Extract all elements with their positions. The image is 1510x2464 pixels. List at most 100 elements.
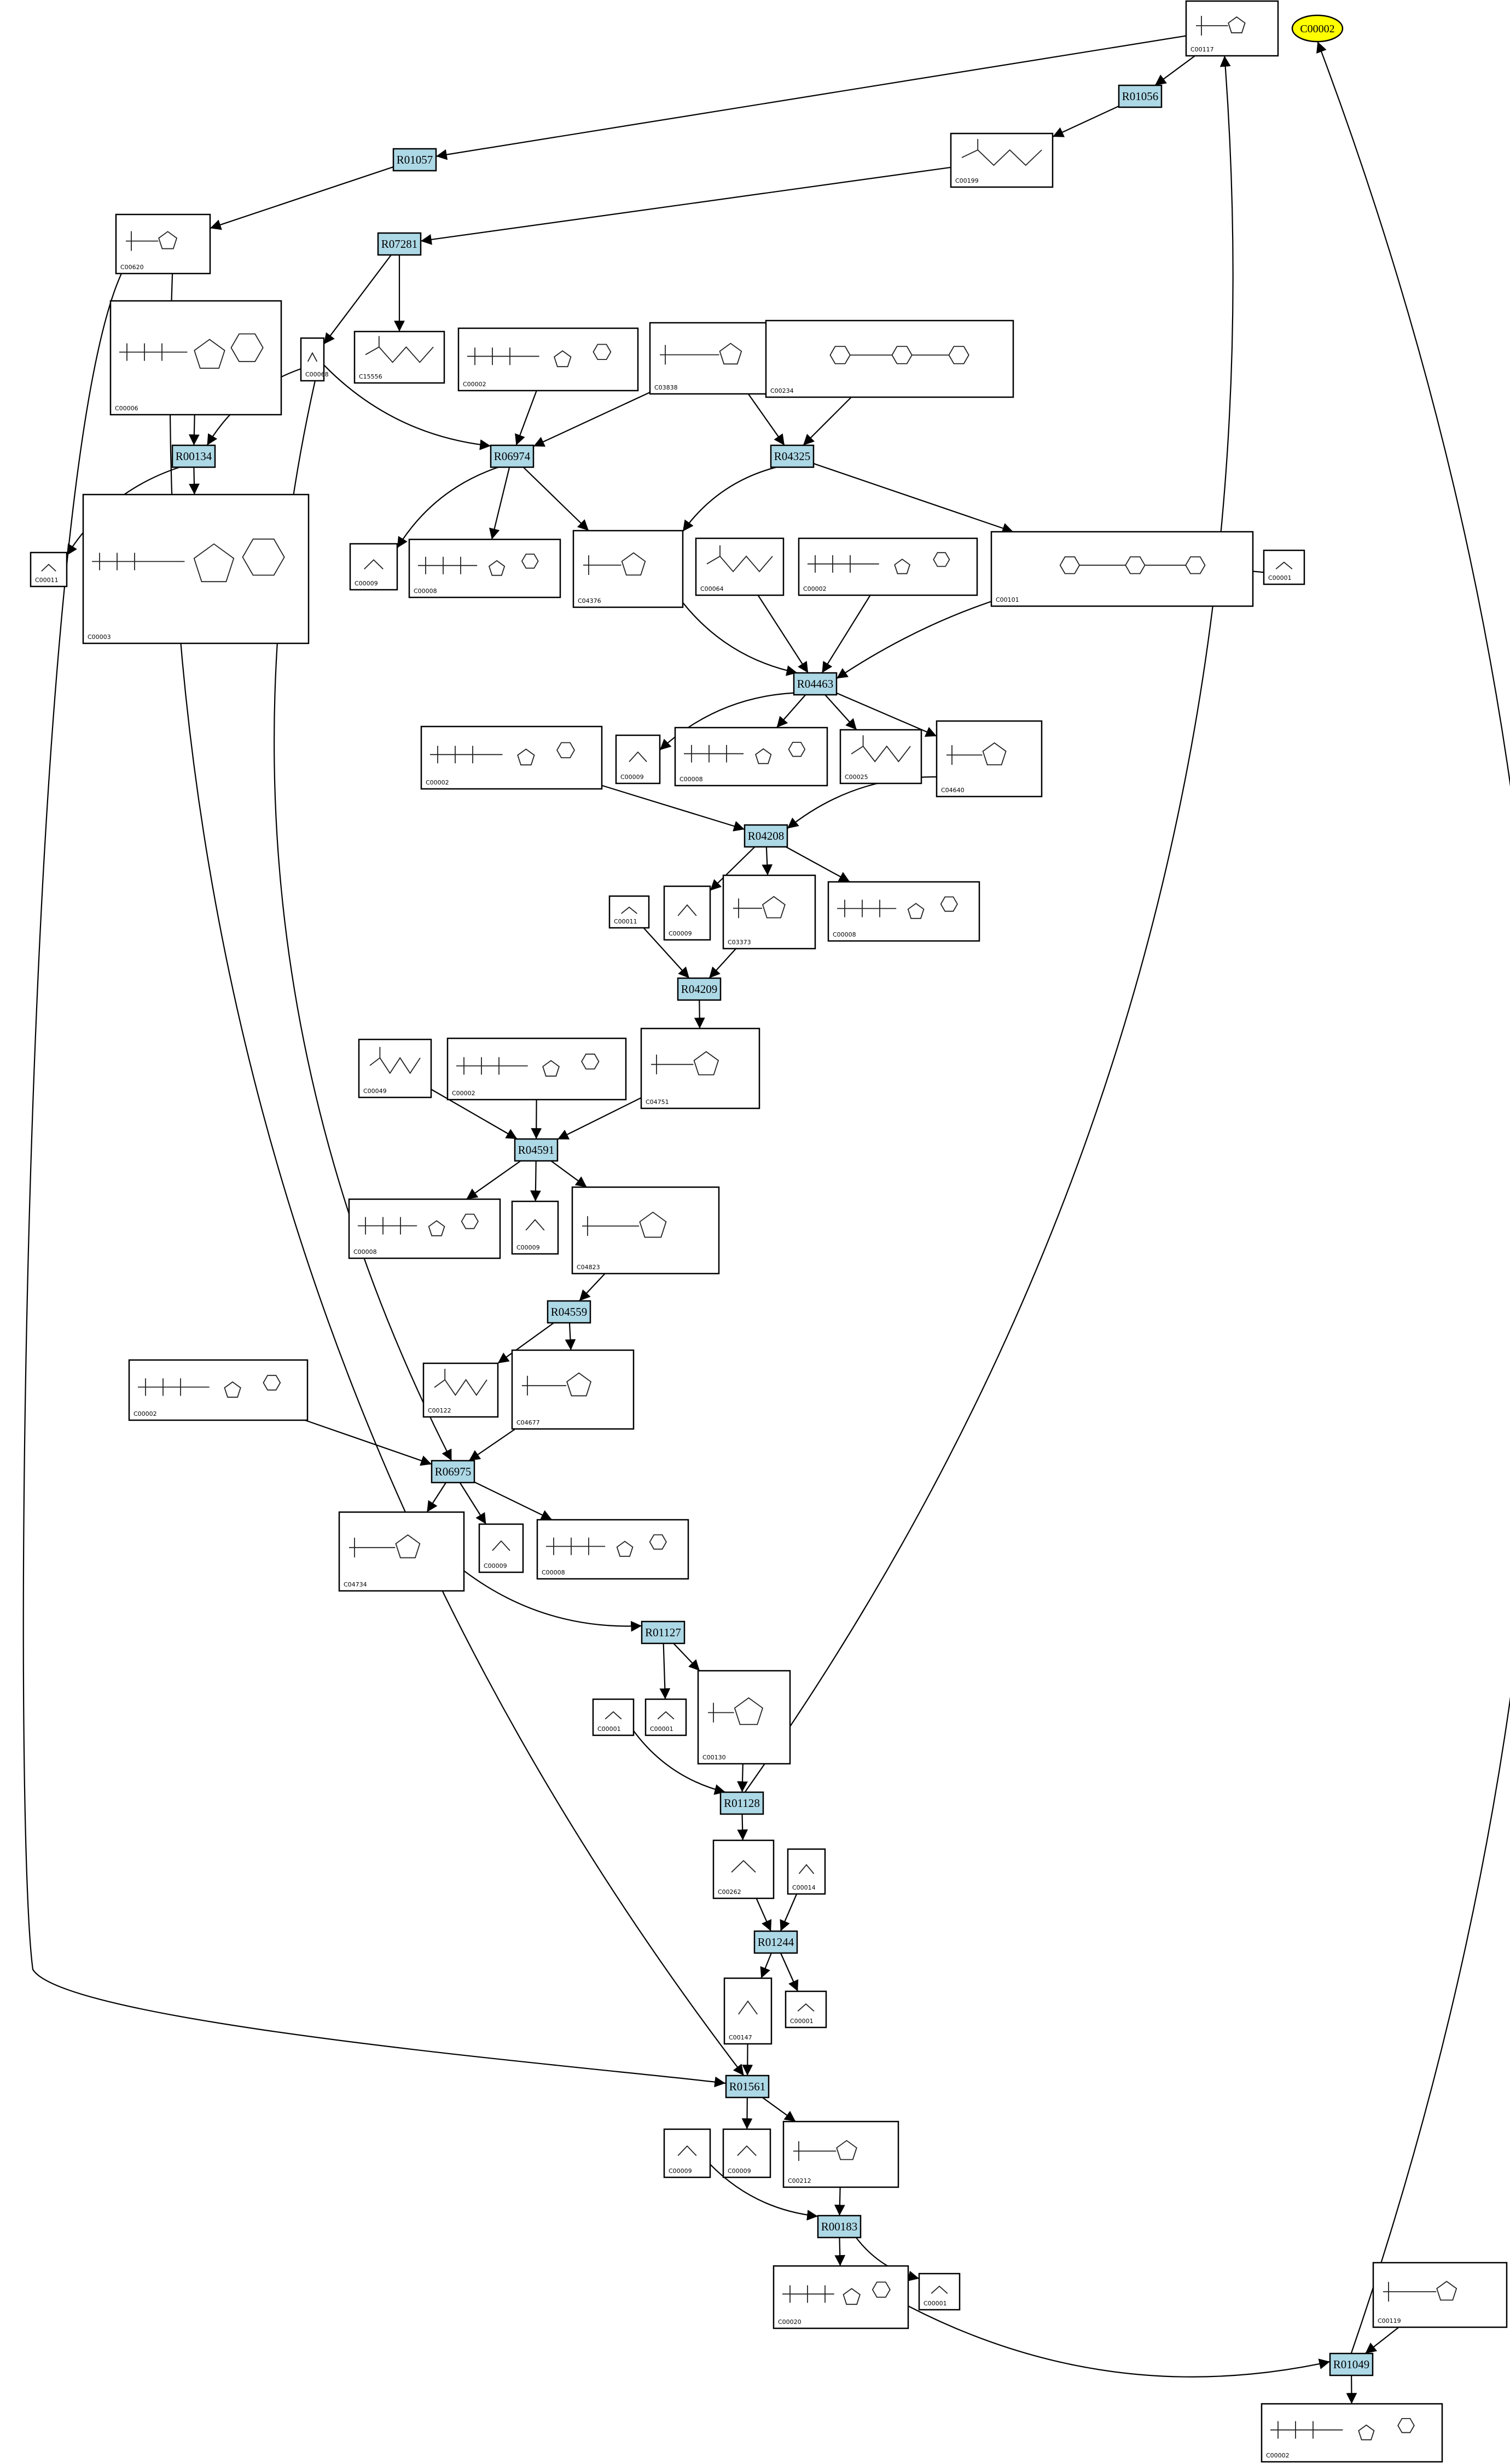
compound-c00011_b[interactable]: C00011 [608, 895, 650, 929]
compound-c04677[interactable]: C04677 [511, 1349, 635, 1430]
reaction-node-r04559[interactable]: R04559 [547, 1300, 591, 1324]
compound-c00008_b[interactable]: C00008 [674, 727, 828, 787]
edge-R01049-start [1316, 41, 1510, 2354]
structure-drawing [369, 1047, 421, 1074]
reaction-node-r01127[interactable]: R01127 [641, 1620, 686, 1644]
compound-c00001_b[interactable]: C00001 [592, 1698, 635, 1736]
compound-id-label: C00008 [353, 1248, 377, 1256]
compound-c00006[interactable]: C00006 [109, 300, 282, 416]
reaction-label: R06975 [435, 1465, 472, 1478]
reaction-label: R06974 [494, 450, 531, 463]
structure-drawing [583, 552, 646, 576]
compound-id-label: C00068 [305, 371, 329, 378]
reaction-node-r01561[interactable]: R01561 [725, 2074, 770, 2099]
reaction-label: R01056 [1122, 90, 1159, 103]
compound-c00009_d[interactable]: C00009 [511, 1200, 559, 1255]
reaction-node-r04325[interactable]: R04325 [770, 444, 815, 468]
compound-c00119[interactable]: C00119 [1372, 2262, 1508, 2328]
compound-c00008_d[interactable]: C00008 [348, 1198, 501, 1259]
reaction-node-r06974[interactable]: R06974 [490, 444, 535, 468]
reaction-node-r00134[interactable]: R00134 [171, 444, 216, 468]
compound-c00009_f[interactable]: C00009 [663, 2128, 711, 2178]
edge-c00049-R04591 [431, 1089, 518, 1140]
compound-c04376[interactable]: C04376 [572, 530, 684, 608]
structure-drawing [808, 552, 950, 574]
compound-id-label: C00002 [1266, 2452, 1290, 2459]
compound-c00001_e[interactable]: C00001 [918, 2273, 961, 2311]
compound-c00009_b[interactable]: C00009 [615, 734, 661, 784]
edge-c03838-R04325 [747, 393, 785, 446]
reaction-node-r07281[interactable]: R07281 [377, 232, 422, 256]
compound-c04734[interactable]: C04734 [338, 1511, 465, 1592]
compound-c04751[interactable]: C04751 [640, 1027, 760, 1109]
reaction-node-r01128[interactable]: R01128 [719, 1791, 764, 1815]
edge-R00183-c00020 [834, 2237, 846, 2267]
compound-c00002_b[interactable]: C00002 [798, 537, 978, 596]
compound-c03373[interactable]: C03373 [722, 874, 816, 950]
compound-c00001_d[interactable]: C00001 [785, 1990, 827, 2029]
compound-c00025[interactable]: C00025 [839, 729, 922, 784]
reaction-node-r06975[interactable]: R06975 [431, 1460, 475, 1484]
start-node-label: C00002 [1300, 23, 1334, 35]
compound-c00049[interactable]: C00049 [358, 1038, 432, 1099]
edge-c00002_e-R06975 [304, 1419, 432, 1466]
edge-R04591-c00008_d [466, 1160, 521, 1200]
compound-c00002_a[interactable]: C00002 [457, 327, 639, 392]
compound-c00064[interactable]: C00064 [695, 537, 785, 596]
reaction-node-r04591[interactable]: R04591 [514, 1138, 559, 1162]
compound-c00008_e[interactable]: C00008 [536, 1519, 689, 1580]
structure-drawing [138, 1375, 281, 1398]
start-node-c00002[interactable]: C00002 [1291, 14, 1344, 43]
compound-c04640[interactable]: C04640 [936, 720, 1043, 798]
compound-id-label: C00008 [680, 776, 703, 783]
compound-c15556[interactable]: C15556 [353, 330, 445, 384]
compound-c00130[interactable]: C00130 [697, 1670, 791, 1765]
compound-c00262[interactable]: C00262 [712, 1839, 775, 1899]
compound-c00009_e[interactable]: C00009 [478, 1523, 524, 1573]
compound-c00009_c[interactable]: C00009 [663, 885, 711, 941]
edge-R01244-c00001_d [780, 1952, 799, 1992]
compound-c00122[interactable]: C00122 [422, 1362, 499, 1418]
compound-c00003_a[interactable]: C00003 [82, 493, 310, 644]
compound-c00011_a[interactable]: C00011 [30, 551, 68, 588]
compound-c04823[interactable]: C04823 [571, 1186, 720, 1275]
reaction-node-r00183[interactable]: R00183 [817, 2215, 862, 2239]
structure-drawing [605, 1711, 622, 1719]
compound-c00001_a[interactable]: C00001 [1263, 549, 1305, 585]
compound-c00020[interactable]: C00020 [773, 2265, 909, 2329]
compound-c00117_top[interactable]: C00117 [1185, 0, 1279, 57]
compound-c00008_a[interactable]: C00008 [408, 538, 561, 598]
compound-c00002_f[interactable]: C00002 [1261, 2403, 1443, 2463]
compound-c00147[interactable]: C00147 [723, 1977, 773, 2045]
compound-c00008_c[interactable]: C00008 [827, 881, 980, 942]
reaction-node-r04208[interactable]: R04208 [744, 824, 788, 848]
compound-c00002_e[interactable]: C00002 [128, 1359, 309, 1421]
compound-c00620[interactable]: C00620 [115, 213, 211, 275]
structure-drawing [797, 2003, 815, 2012]
compound-c00002_d[interactable]: C00002 [446, 1037, 627, 1101]
compound-c00009_g[interactable]: C00009 [722, 2128, 771, 2178]
compound-id-label: C04751 [646, 1099, 669, 1106]
reaction-node-r01057[interactable]: R01057 [392, 148, 437, 172]
reaction-label: R01561 [729, 2080, 766, 2093]
edge-R04208-c00009_c [710, 846, 756, 891]
compound-c00234[interactable]: C00234 [765, 319, 1014, 398]
structure-drawing [119, 333, 264, 369]
reaction-node-r01244[interactable]: R01244 [753, 1930, 798, 1954]
compound-c00199[interactable]: C00199 [950, 132, 1054, 188]
reaction-node-r01056[interactable]: R01056 [1118, 84, 1163, 108]
edge-c00002_b-R04463 [821, 595, 871, 673]
edge-R04463-c04640 [836, 692, 937, 737]
compound-c00002_c[interactable]: C00002 [420, 725, 603, 790]
compound-c00001_c[interactable]: C00001 [644, 1698, 687, 1736]
reaction-node-r04463[interactable]: R04463 [793, 672, 838, 696]
reaction-node-r01049[interactable]: R01049 [1329, 2352, 1374, 2376]
reaction-node-r04209[interactable]: R04209 [677, 977, 722, 1001]
compound-c00014[interactable]: C00014 [787, 1848, 826, 1895]
compound-c00212[interactable]: C00212 [782, 2120, 899, 2188]
compound-c00009_a[interactable]: C00009 [349, 543, 398, 591]
compound-c00101[interactable]: C00101 [990, 531, 1254, 607]
compound-id-label: C00002 [426, 779, 449, 786]
compound-c00068[interactable]: C00068 [300, 337, 329, 382]
structure-drawing [1275, 561, 1293, 569]
